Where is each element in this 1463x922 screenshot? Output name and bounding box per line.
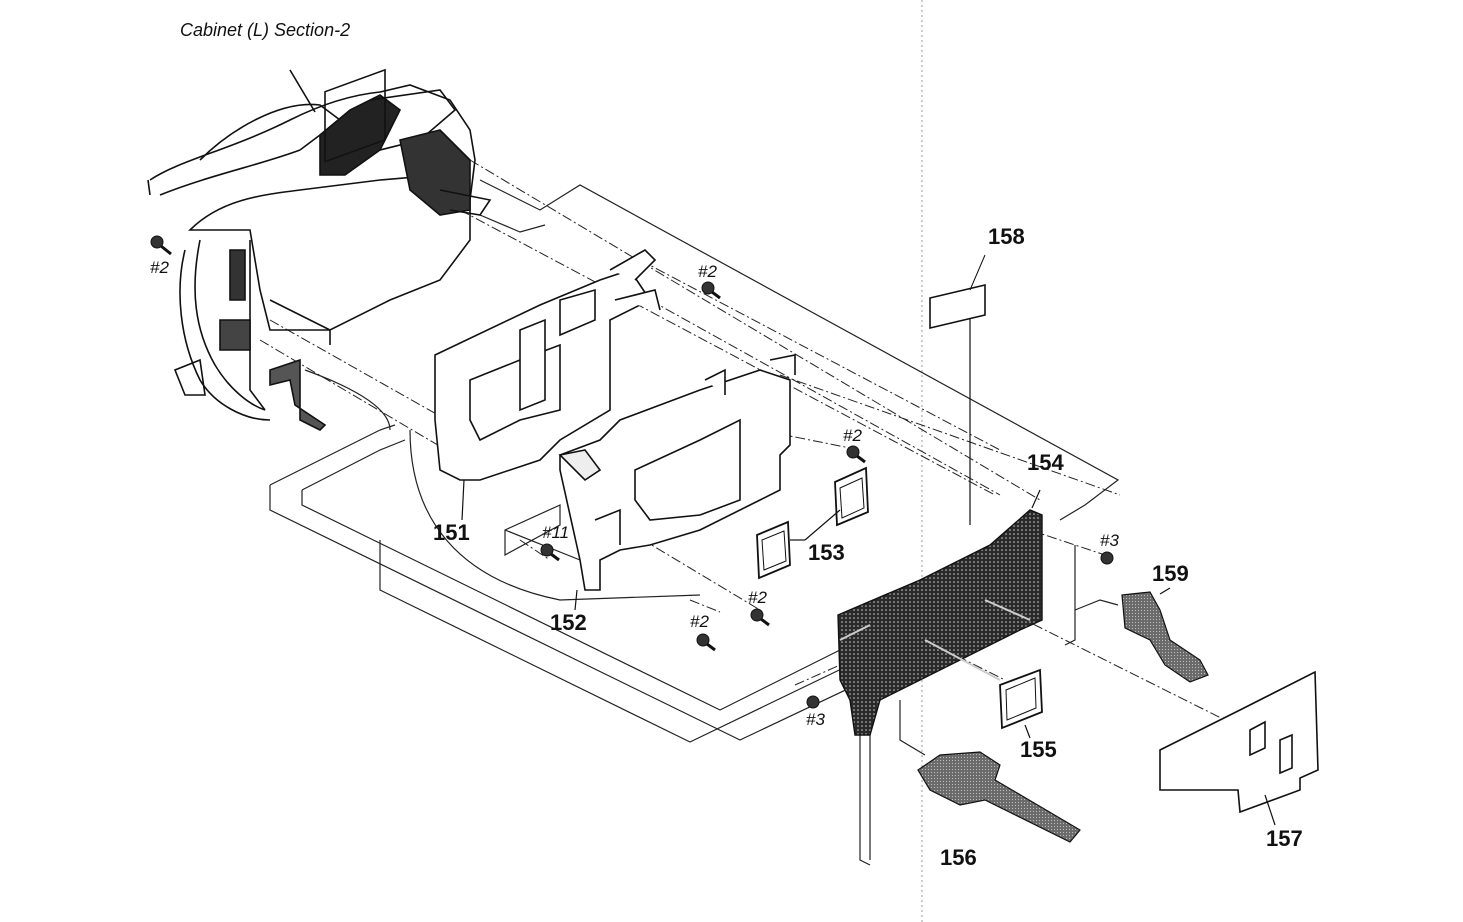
part-label-158: 158 bbox=[988, 224, 1025, 249]
screw-label: #2 bbox=[150, 258, 169, 277]
screw-label: #2 bbox=[843, 426, 862, 445]
screw-label: #11 bbox=[542, 523, 570, 542]
part-label-151: 151 bbox=[433, 520, 470, 545]
screws bbox=[150, 235, 1114, 709]
screw-icon bbox=[150, 235, 172, 256]
screw-label: #2 bbox=[698, 262, 717, 281]
frame-152 bbox=[558, 354, 796, 591]
chip-155 bbox=[999, 668, 1043, 730]
part-label-153: 153 bbox=[808, 540, 845, 565]
part-label-156: 156 bbox=[940, 845, 977, 870]
sheets-153 bbox=[756, 466, 869, 580]
screw-label: #3 bbox=[806, 710, 825, 729]
flex-159 bbox=[1121, 591, 1209, 683]
screw-icon bbox=[540, 543, 560, 562]
screw-label: #2 bbox=[690, 612, 709, 631]
flex-156 bbox=[917, 751, 1081, 843]
part-label-155: 155 bbox=[1020, 737, 1057, 762]
screw-icon bbox=[750, 608, 770, 627]
screw-icon bbox=[701, 281, 721, 300]
sheet-158 bbox=[929, 254, 986, 525]
part-label-159: 159 bbox=[1152, 561, 1189, 586]
screw-label: #3 bbox=[1100, 531, 1119, 550]
screw-icon bbox=[846, 445, 866, 464]
board-154 bbox=[837, 509, 1043, 736]
sheet-157 bbox=[1159, 670, 1319, 814]
diagram-title: Cabinet (L) Section-2 bbox=[180, 20, 351, 40]
cabinet-l-assembly bbox=[147, 68, 492, 431]
part-label-157: 157 bbox=[1266, 826, 1303, 851]
screw-label: #2 bbox=[748, 588, 767, 607]
screw-icon bbox=[696, 633, 716, 652]
assembly-guide-lines bbox=[269, 179, 1120, 866]
label-leaders bbox=[461, 479, 1276, 826]
part-label-152: 152 bbox=[550, 610, 587, 635]
part-label-154: 154 bbox=[1027, 450, 1064, 475]
screw-icon bbox=[1100, 551, 1114, 565]
screw-icon bbox=[806, 695, 820, 709]
frame-151 bbox=[434, 249, 661, 481]
